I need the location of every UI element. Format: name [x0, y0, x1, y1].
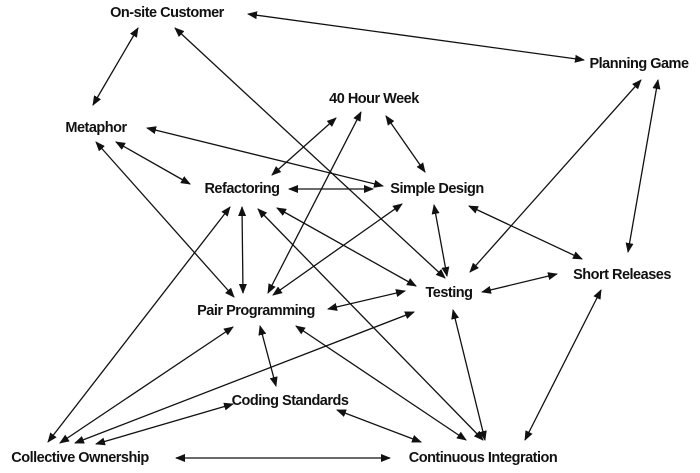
edge-refactoring-collective — [47, 206, 231, 443]
edge-testing-shortreleases — [481, 272, 558, 294]
edge-testing-pair — [327, 289, 406, 311]
node-collective-ownership: Collective Ownership — [11, 450, 149, 466]
node-coding-standards: Coding Standards — [232, 393, 349, 409]
node-continuous-integration: Continuous Integration — [409, 450, 557, 466]
edge-planning-testing — [469, 79, 642, 273]
edge-fortyhour-simpledesign — [385, 115, 426, 173]
node-testing: Testing — [426, 285, 473, 301]
edge-coding-collective — [95, 402, 234, 446]
node-pair-programming: Pair Programming — [197, 303, 315, 319]
edges-layer — [47, 11, 661, 462]
edge-metaphor-simpledesign — [146, 126, 384, 188]
nodes-layer: On-site Customer Planning Game 40 Hour W… — [11, 5, 689, 466]
edge-testing-ci — [451, 309, 487, 441]
node-short-releases: Short Releases — [573, 267, 671, 283]
edge-coding-ci — [336, 409, 422, 443]
edge-refactoring-pair — [238, 206, 247, 294]
edge-testing-collective — [74, 311, 415, 444]
edge-simpledesign-shortreleases — [468, 205, 583, 260]
node-planning-game: Planning Game — [589, 56, 688, 72]
edge-pair-collective — [59, 326, 234, 444]
edge-shortreleases-ci — [524, 289, 602, 441]
node-metaphor: Metaphor — [65, 120, 127, 136]
edge-onsite-planning — [247, 11, 585, 63]
edge-onsite-testing — [174, 27, 446, 279]
edge-pair-ci — [295, 325, 467, 441]
edge-planning-shortreleases — [625, 79, 661, 253]
edge-simpledesign-testing — [431, 204, 450, 277]
edge-simpledesign-pair — [272, 203, 403, 296]
edge-pair-coding — [258, 325, 278, 387]
node-onsite-customer: On-site Customer — [110, 5, 225, 21]
node-40-hour-week: 40 Hour Week — [329, 91, 420, 107]
node-refactoring: Refactoring — [204, 181, 279, 197]
edge-metaphor-pair — [95, 141, 235, 298]
edge-onsite-metaphor — [92, 27, 139, 106]
node-simple-design: Simple Design — [390, 181, 483, 197]
edge-refactoring-testing — [276, 207, 417, 287]
